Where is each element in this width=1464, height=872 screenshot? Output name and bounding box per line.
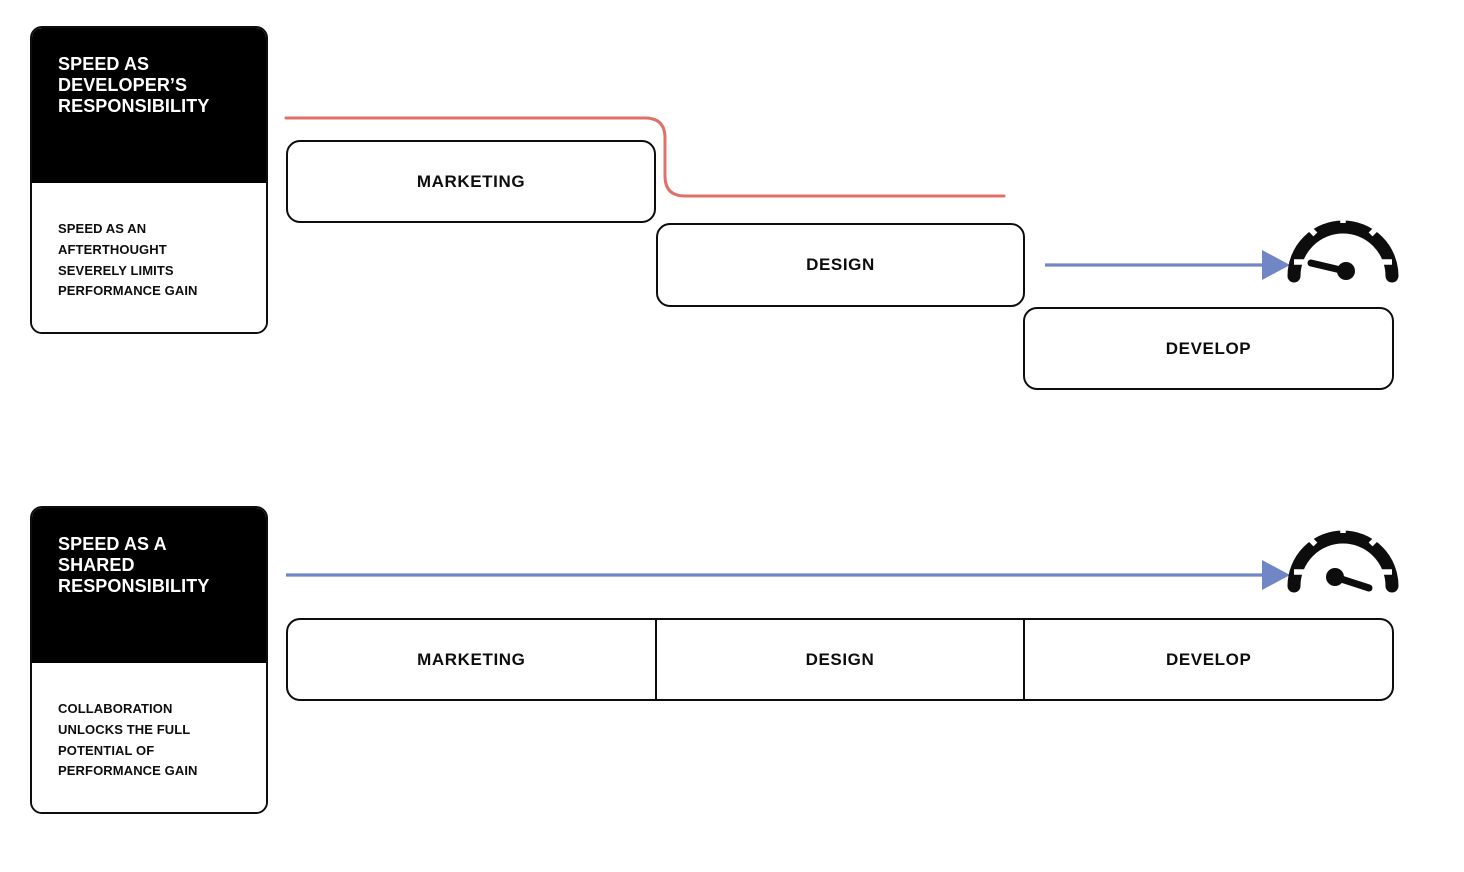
stage-box-marketing-sequential[interactable]: MARKETING	[286, 140, 656, 223]
short-speed-arrow-head	[1262, 250, 1290, 280]
caption-card-body: COLLABORATION UNLOCKS THE FULL POTENTIAL…	[32, 663, 266, 812]
stage-box-design-sequential[interactable]: DESIGN	[656, 223, 1025, 307]
short-speed-arrow	[1045, 250, 1290, 280]
caption-card-body-text: SPEED AS AN AFTERTHOUGHT SEVERELY LIMITS…	[58, 221, 198, 299]
caption-card-shared-responsibility: SPEED AS A SHARED RESPONSIBILITY COLLABO…	[30, 506, 268, 814]
stage-box-develop-sequential[interactable]: DEVELOP	[1023, 307, 1394, 390]
speedometer-high-icon	[1287, 523, 1399, 593]
caption-card-body-text: COLLABORATION UNLOCKS THE FULL POTENTIAL…	[58, 701, 198, 779]
stage-rail-shared: MARKETING DESIGN DEVELOP	[286, 618, 1394, 701]
caption-card-heading-text: SPEED AS A SHARED RESPONSIBILITY	[58, 534, 210, 597]
stage-label: DESIGN	[806, 255, 875, 274]
stage-box-design-parallel[interactable]: DESIGN	[657, 620, 1026, 699]
long-speed-arrow	[286, 560, 1290, 590]
stage-label: MARKETING	[416, 171, 526, 191]
caption-card-header: SPEED AS DEVELOPER’S RESPONSIBILITY	[32, 28, 266, 183]
long-speed-arrow-head	[1262, 560, 1290, 590]
speedometer-low-icon	[1287, 213, 1399, 283]
stage-label: MARKETING	[417, 649, 526, 669]
caption-card-header: SPEED AS A SHARED RESPONSIBILITY	[32, 508, 266, 663]
stage-label: DEVELOP	[1165, 338, 1252, 358]
caption-card-heading-text: SPEED AS DEVELOPER’S RESPONSIBILITY	[58, 54, 210, 117]
caption-card-developer-responsibility: SPEED AS DEVELOPER’S RESPONSIBILITY SPEE…	[30, 26, 268, 334]
caption-card-body: SPEED AS AN AFTERTHOUGHT SEVERELY LIMITS…	[32, 183, 266, 332]
stage-box-develop-parallel[interactable]: DEVELOP	[1025, 620, 1392, 699]
stage-label: DEVELOP	[1165, 649, 1252, 669]
stage-label: DESIGN	[805, 649, 875, 669]
stage-box-marketing-parallel[interactable]: MARKETING	[288, 620, 657, 699]
